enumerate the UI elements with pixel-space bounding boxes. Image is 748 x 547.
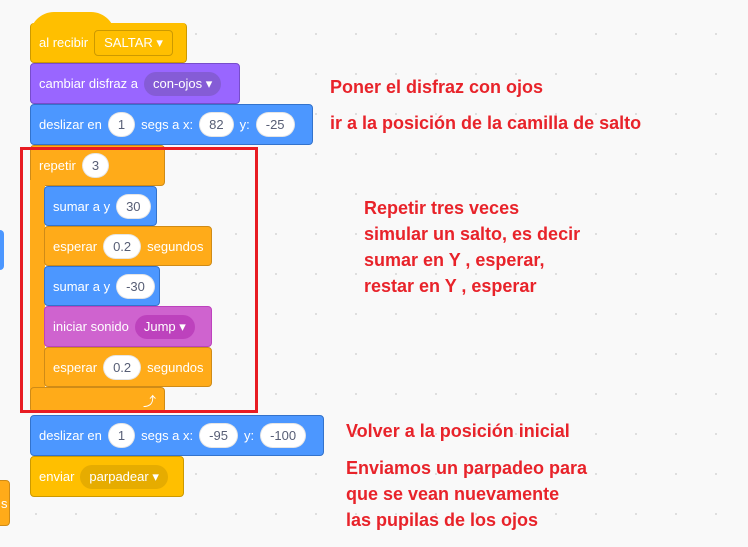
secs-input[interactable]: 1	[107, 112, 136, 137]
block-label: repetir	[39, 158, 76, 173]
block-label: deslizar en	[39, 117, 102, 132]
costume-dropdown[interactable]: con-ojos	[143, 71, 222, 96]
block-label: segundos	[147, 359, 204, 375]
note-line: que se vean nuevamente	[346, 484, 560, 504]
y-input[interactable]: -100	[260, 423, 307, 448]
note-line: simular un salto, es decir	[364, 224, 581, 244]
when-receive-block[interactable]: al recibir SALTAR	[30, 23, 187, 63]
message-dropdown[interactable]: SALTAR	[94, 29, 173, 56]
change-y-input[interactable]: 30	[116, 193, 151, 219]
secs-input[interactable]: 1	[107, 423, 136, 448]
block-label: sumar a y	[53, 198, 111, 214]
block-label: al recibir	[39, 35, 89, 50]
repeat-header[interactable]: repetir 3	[30, 145, 165, 186]
change-y-block[interactable]: sumar a y -30	[44, 266, 160, 306]
wait-input[interactable]: 0.2	[103, 354, 142, 380]
y-input[interactable]: -25	[255, 112, 295, 137]
x-input[interactable]: -95	[199, 423, 238, 448]
block-label: deslizar en	[39, 428, 102, 443]
side-text: s	[1, 495, 8, 511]
x-input[interactable]: 82	[199, 112, 234, 137]
block-label: iniciar sonido	[53, 319, 129, 334]
block-label: segs a x:	[141, 117, 194, 132]
note-line: sumar en Y , esperar,	[364, 250, 545, 270]
note-broadcast: Enviamos un parpadeo para que se vean nu…	[346, 455, 587, 533]
wait-block[interactable]: esperar 0.2 segundos	[44, 347, 212, 387]
note-line: Enviamos un parpadeo para	[346, 458, 588, 478]
block-label: esperar	[53, 359, 98, 375]
block-label: segundos	[147, 238, 204, 254]
change-y-input[interactable]: -30	[116, 273, 155, 299]
switch-costume-block[interactable]: cambiar disfraz a con-ojos	[30, 63, 240, 104]
note-line: las pupilas de los ojos	[346, 510, 539, 530]
repeat-arm	[30, 180, 45, 395]
note-position: ir a la posición de la camilla de salto	[330, 113, 642, 133]
block-label: y:	[239, 117, 250, 132]
block-label: segs a x:	[141, 428, 194, 443]
block-label: esperar	[53, 238, 98, 254]
wait-input[interactable]: 0.2	[103, 233, 142, 259]
note-line: Repetir tres veces	[364, 198, 520, 218]
broadcast-block[interactable]: enviar parpadear	[30, 456, 184, 497]
note-return: Volver a la posición inicial	[346, 421, 570, 441]
start-sound-block[interactable]: iniciar sonido Jump	[44, 306, 212, 347]
sound-dropdown[interactable]: Jump	[134, 314, 195, 339]
side-block-blue[interactable]	[0, 230, 4, 270]
repeat-footer: ⤴	[30, 387, 165, 413]
repeat-count-input[interactable]: 3	[81, 153, 110, 178]
change-y-block[interactable]: sumar a y 30	[44, 186, 157, 226]
message-dropdown[interactable]: parpadear	[80, 464, 168, 489]
glide-block[interactable]: deslizar en 1 segs a x: 82 y: -25	[30, 104, 313, 145]
wait-block[interactable]: esperar 0.2 segundos	[44, 226, 212, 266]
loop-arrow-icon: ⤴	[142, 393, 156, 409]
note-line: restar en Y , esperar	[364, 276, 537, 296]
side-block-orange[interactable]: s	[0, 480, 10, 526]
block-label: enviar	[39, 469, 75, 484]
block-label: sumar a y	[53, 278, 111, 294]
block-label: y:	[243, 428, 255, 443]
note-repeat: Repetir tres veces simular un salto, es …	[364, 195, 580, 299]
glide-block[interactable]: deslizar en 1 segs a x: -95 y: -100	[30, 415, 324, 456]
note-costume: Poner el disfraz con ojos	[330, 77, 544, 97]
highlight-box	[20, 147, 258, 413]
block-label: cambiar disfraz a	[39, 76, 138, 91]
